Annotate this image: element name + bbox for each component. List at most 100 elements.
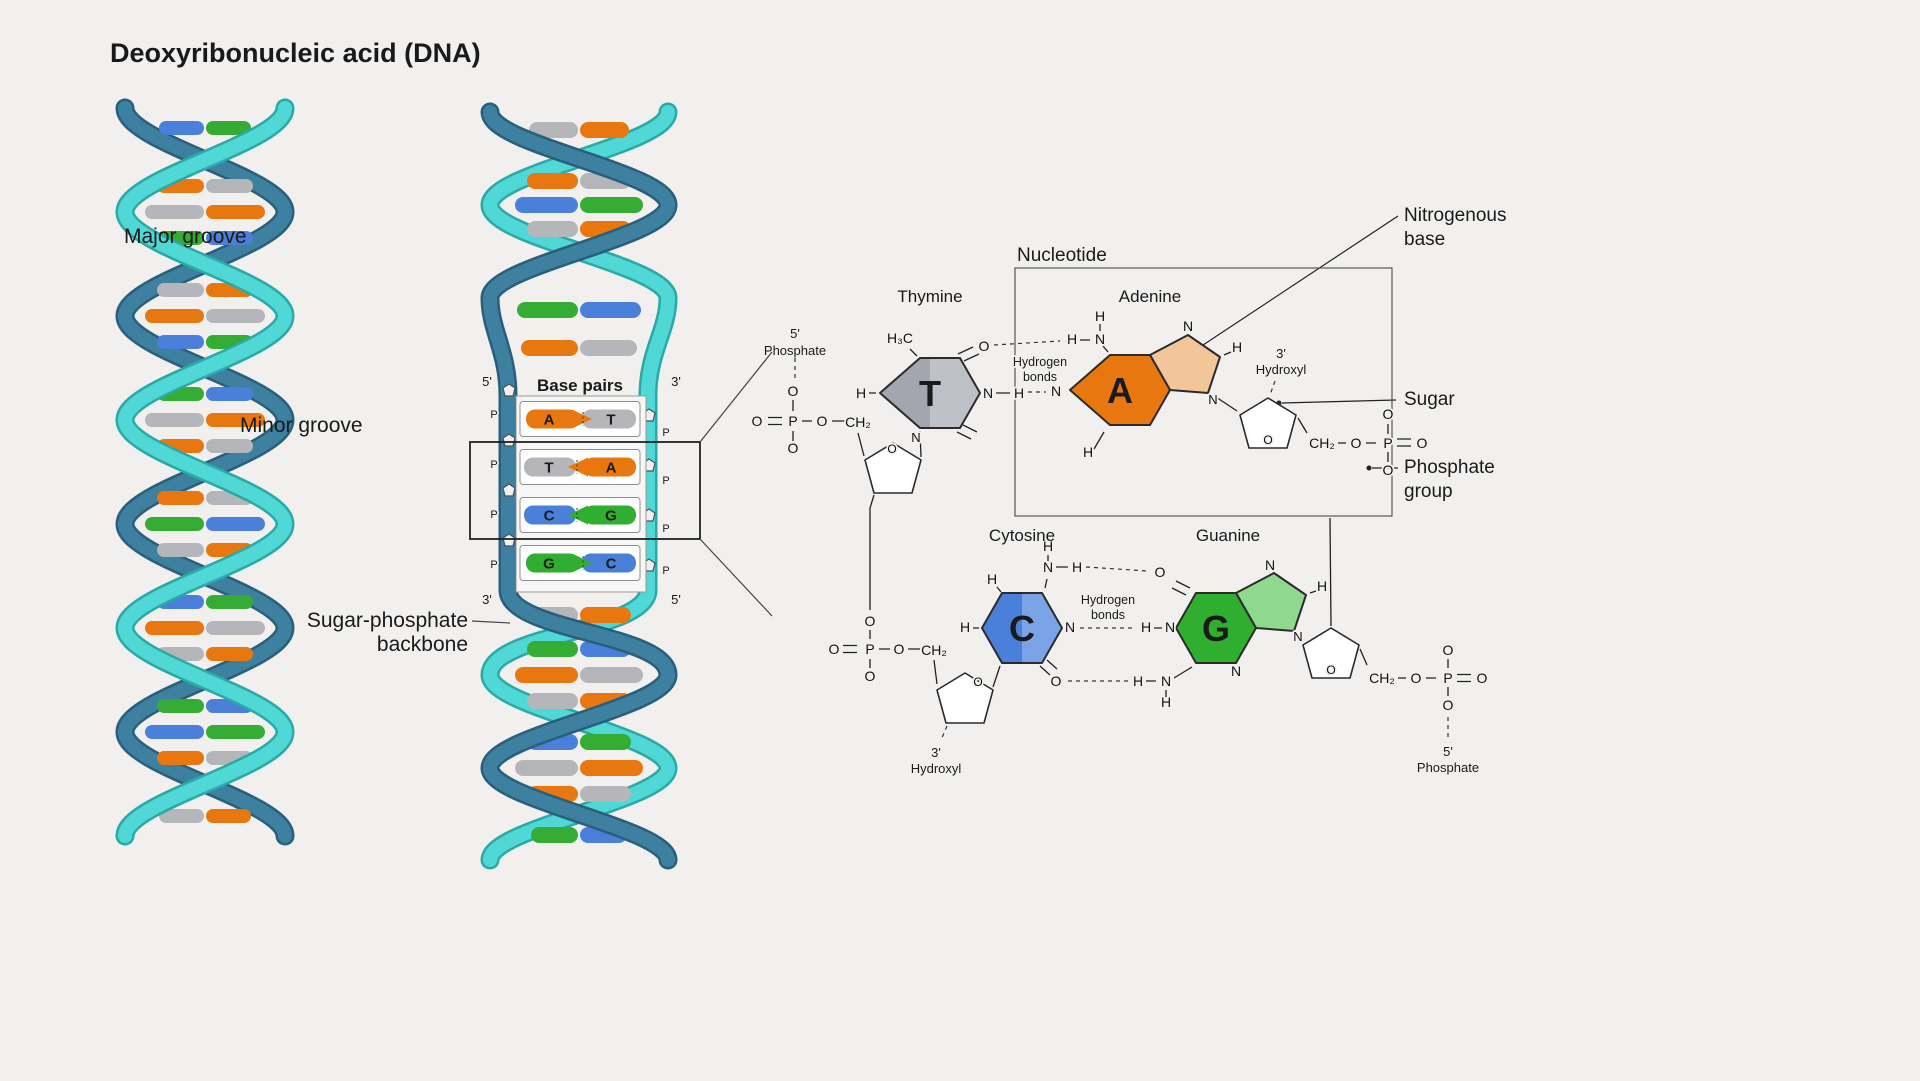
thymine-label: Thymine xyxy=(897,287,962,306)
atom-label: O xyxy=(973,675,982,689)
guanine-sugar-ring xyxy=(1302,627,1360,679)
base-rung-left-half xyxy=(157,491,204,505)
base-rings xyxy=(879,334,1307,664)
major-groove-label: Major groove xyxy=(124,225,247,248)
atom-label: O xyxy=(1443,697,1454,713)
atom-label: O xyxy=(865,613,876,629)
base-rung-left-half xyxy=(529,122,578,138)
phosphate-p-label: P xyxy=(662,565,669,577)
atom-label: CH₂ xyxy=(1369,670,1395,686)
base-arrow-tip xyxy=(568,457,588,477)
base-pill xyxy=(582,409,636,429)
atom-label: N xyxy=(1231,663,1241,679)
base-rung-left-half xyxy=(145,413,204,427)
phosphate-p-label: P xyxy=(490,559,497,571)
cytosine-sugar-ring xyxy=(936,672,994,724)
atom-label: H₃C xyxy=(887,330,913,346)
phosphate-p-label: P xyxy=(490,409,497,421)
base-rung-left-half xyxy=(159,121,204,135)
base-rung-right-half xyxy=(206,205,265,219)
atom-label: O xyxy=(1477,670,1488,686)
atom-label: O xyxy=(1411,670,1422,686)
base-rung-left-half xyxy=(527,173,578,189)
base-rung-right-half xyxy=(206,387,253,401)
bond-lines xyxy=(768,324,1471,697)
atom-label: H xyxy=(987,571,997,587)
three-prime-label: 3' xyxy=(931,745,941,760)
base-letter-left: C xyxy=(544,508,555,525)
atom-label: CH₂ xyxy=(1309,435,1335,451)
base-rung-left-half xyxy=(527,221,578,237)
hydrogen-bonds-label-line1: Hydrogen xyxy=(1081,593,1135,607)
five-prime-label: 5' xyxy=(482,374,492,389)
atom-label: O xyxy=(887,442,896,456)
hydrogen-bonds-label-line2: bonds xyxy=(1023,370,1057,384)
phosphate-word-label: Phosphate xyxy=(1417,760,1479,775)
base-rung-left-half xyxy=(145,205,204,219)
atom-label: H xyxy=(856,385,866,401)
phosphate-p-label: P xyxy=(662,475,669,487)
atom-label: N xyxy=(1293,629,1302,644)
base-rung-left-half xyxy=(527,641,578,657)
atom-label: H xyxy=(1133,673,1143,689)
base-rung-right-half xyxy=(206,231,253,245)
base-rung-right-half xyxy=(206,413,265,427)
base-rung-left-half xyxy=(157,335,204,349)
base-rung-right-half xyxy=(580,786,631,802)
base-arrow-body xyxy=(526,553,578,573)
atom-label: N xyxy=(1043,559,1053,575)
base-rung-left-half xyxy=(527,693,578,709)
atom-label: H xyxy=(1014,385,1024,401)
atom-label: P xyxy=(788,413,797,429)
sugar-label: Sugar xyxy=(1404,389,1455,410)
atom-label: N xyxy=(911,430,920,445)
minor-groove-label: Minor groove xyxy=(240,414,363,437)
guanine-letter: G xyxy=(1202,608,1230,649)
base-rung-right-half xyxy=(206,439,253,453)
atom-label: H xyxy=(1232,339,1242,355)
left-dna-helix: Major groove Minor groove xyxy=(124,108,363,836)
phosphate-p-label: P xyxy=(662,523,669,535)
adenine-label: Adenine xyxy=(1119,287,1181,306)
phosphate-p-label: P xyxy=(662,427,669,439)
hydroxyl-word-label: Hydroxyl xyxy=(1256,362,1307,377)
atom-label: CH₂ xyxy=(921,642,947,658)
base-arrow-body xyxy=(584,457,636,477)
atom-label: N xyxy=(1051,383,1061,399)
three-prime-label: 3' xyxy=(1276,346,1286,361)
hydroxyl-word-label: Hydroxyl xyxy=(911,761,962,776)
atom-label: P xyxy=(1443,670,1452,686)
cytosine-ring-outline xyxy=(981,592,1063,664)
base-rung-right-half xyxy=(580,760,643,776)
base-rung-right-half xyxy=(580,197,643,213)
atom-label: O xyxy=(1443,642,1454,658)
nucleotide-box xyxy=(1014,267,1393,517)
atom-label: N xyxy=(983,385,993,401)
base-rung-right-half xyxy=(206,179,253,193)
callout-pointer-lines xyxy=(1196,215,1399,469)
atom-label: O xyxy=(817,413,828,429)
atom-label: O xyxy=(829,641,840,657)
base-rung-left-half xyxy=(159,809,204,823)
base-letter-left: G xyxy=(543,556,555,573)
middle-helix-rungs xyxy=(515,122,643,843)
atom-label: O xyxy=(1383,406,1394,422)
base-pill xyxy=(582,553,636,573)
atom-label: P xyxy=(1383,435,1392,451)
base-rung-right-half xyxy=(206,595,253,609)
base-letter-left: T xyxy=(544,460,553,477)
nucleotide-label: Nucleotide xyxy=(1017,245,1107,266)
atom-label: O xyxy=(1417,435,1428,451)
phosphate-group-label-line1: Phosphate xyxy=(1404,457,1495,478)
base-rung-left-half xyxy=(157,283,204,297)
thymine-ring-outline xyxy=(879,357,981,429)
base-arrow-body xyxy=(584,505,636,525)
base-rung-left-half xyxy=(521,340,578,356)
adenine-hexagon-ring xyxy=(1069,354,1171,426)
atom-label: N xyxy=(1183,318,1193,334)
backbone-label-line2: backbone xyxy=(377,633,468,656)
atom-label: O xyxy=(1263,433,1272,447)
